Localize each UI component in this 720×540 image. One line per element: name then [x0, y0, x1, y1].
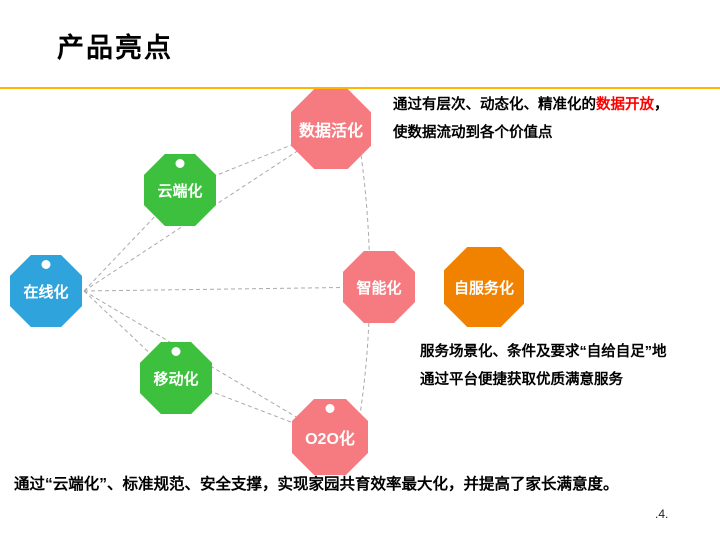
page-number: .4.: [655, 507, 669, 521]
page-title: 产品亮点: [57, 33, 173, 63]
node-intelligent: 智能化: [343, 251, 415, 323]
annotation-text: ，: [654, 97, 669, 113]
node-dot: [325, 404, 335, 413]
node-dot: [171, 347, 181, 356]
node-cloud: 云端化: [144, 154, 216, 226]
node-online: 在线化: [10, 255, 82, 327]
node-dot: [175, 159, 185, 168]
node-data-activation: 数据活化: [291, 89, 371, 169]
connector-line: [83, 286, 380, 292]
node-label: O2O化: [305, 431, 355, 448]
annotation-line: 服务场景化、条件及要求“自给自足”地: [420, 344, 667, 360]
node-label: 移动化: [153, 370, 199, 388]
node-label: 云端化: [157, 182, 203, 200]
connector-line: [83, 189, 181, 292]
node-label: 在线化: [23, 283, 69, 301]
title-underline: [0, 87, 720, 89]
annotation-self-service: 服务场景化、条件及要求“自给自足”地 通过平台便捷获取优质满意服务: [420, 344, 700, 401]
node-self-service: 自服务化: [444, 247, 524, 327]
annotation-data-open: 通过有层次、动态化、精准化的数据开放， 使数据流动到各个价值点: [393, 97, 673, 154]
annotation-line: 使数据流动到各个价值点: [393, 125, 553, 142]
annotation-highlight: 数据开放: [596, 97, 654, 113]
node-o2o: O2O化: [292, 399, 368, 475]
footer-summary: 通过“云端化”、标准规范、安全支撑，实现家园共育效率最大化，并提高了家长满意度。: [14, 476, 619, 493]
annotation-text: 通过有层次、动态化、精准化的: [393, 97, 596, 113]
node-dot: [41, 260, 51, 269]
annotation-line: 通过有层次、动态化、精准化的数据开放，: [393, 97, 673, 114]
node-mobile: 移动化: [140, 342, 212, 414]
node-label: 数据活化: [298, 123, 363, 140]
node-label: 智能化: [356, 279, 402, 297]
annotation-line: 通过平台便捷获取优质满意服务: [420, 372, 623, 389]
node-label: 自服务化: [453, 279, 514, 297]
